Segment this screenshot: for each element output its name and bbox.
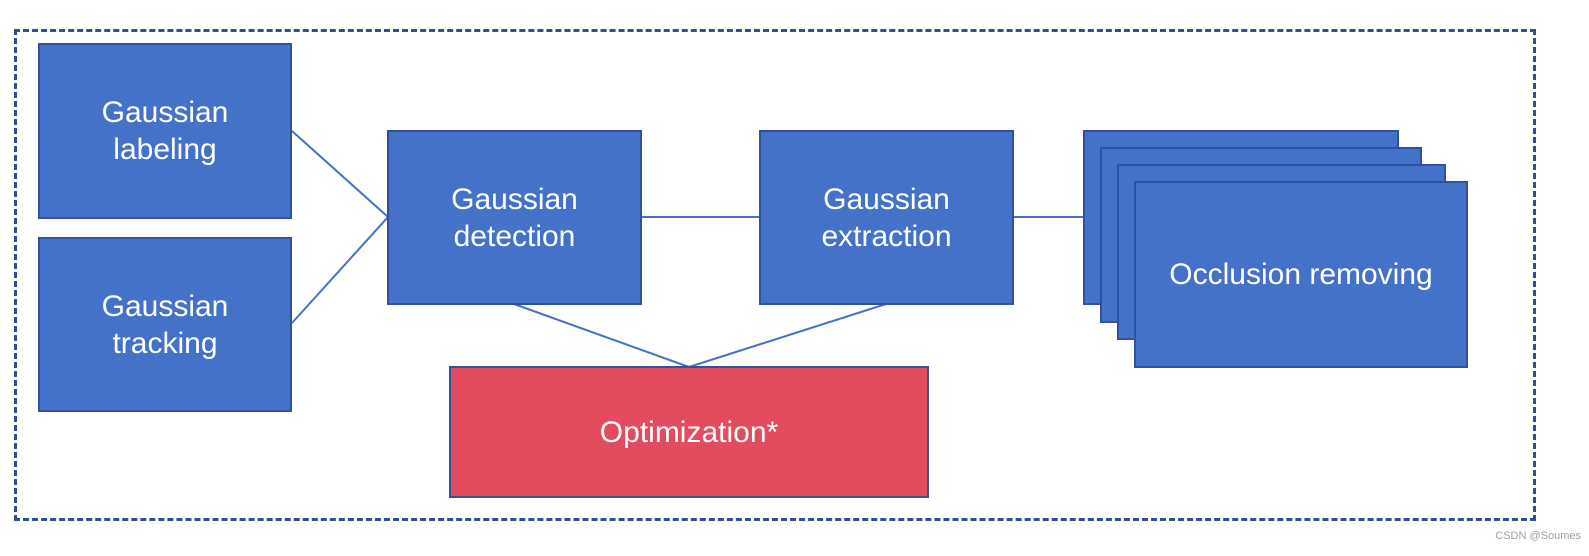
node-occlusion-removing: Occlusion removing (1134, 181, 1468, 368)
node-gaussian-extraction: Gaussian extraction (759, 130, 1014, 305)
dashed-frame (14, 29, 1536, 521)
node-optimization-label: Optimization* (599, 415, 779, 449)
node-gaussian-labeling-label: Gaussian labeling (101, 96, 229, 166)
node-gaussian-detection: Gaussian detection (387, 130, 642, 305)
node-gaussian-labeling: Gaussian labeling (38, 43, 292, 219)
node-occlusion-removing-label: Occlusion removing (1169, 258, 1433, 291)
node-gaussian-tracking: Gaussian tracking (38, 237, 292, 412)
node-gaussian-tracking-label: Gaussian tracking (101, 289, 229, 360)
node-gaussian-detection-label: Gaussian detection (451, 182, 578, 253)
node-gaussian-extraction-label: Gaussian extraction (821, 182, 952, 253)
watermark: CSDN @Soumes (1495, 530, 1581, 542)
node-optimization: Optimization* (449, 366, 929, 498)
